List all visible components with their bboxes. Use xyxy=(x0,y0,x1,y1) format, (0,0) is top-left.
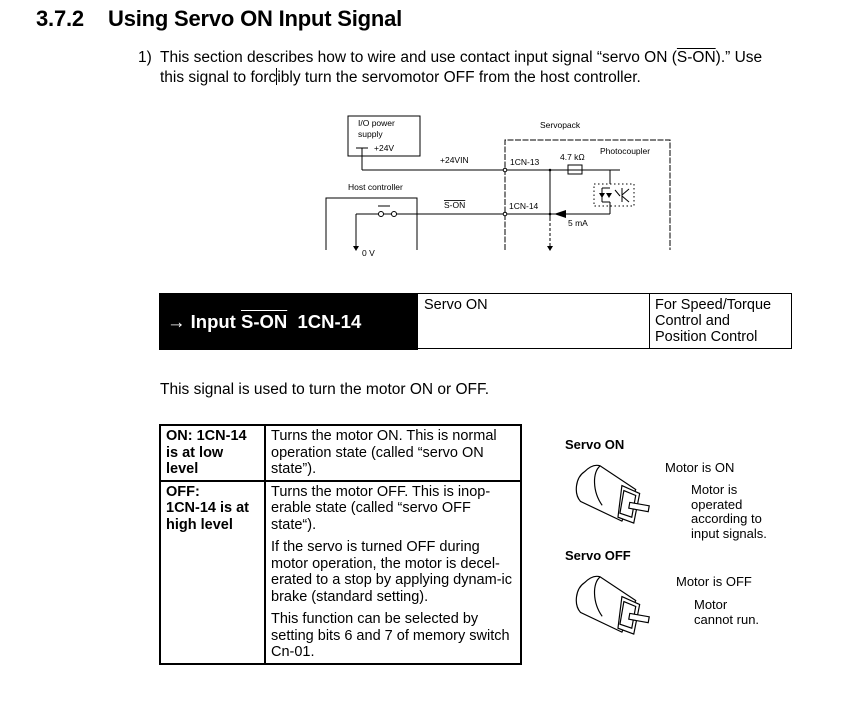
io-power-box xyxy=(347,115,421,157)
table-row: OFF: 1CN-14 is at high level Turns the m… xyxy=(159,479,522,665)
motor-off-status: Motor is OFF xyxy=(676,574,752,589)
signal-description: Servo ON xyxy=(424,297,488,313)
description-text: Turns the motor OFF. This is inop-erable… xyxy=(271,483,491,533)
condition-line: ON: 1CN-14 xyxy=(166,428,247,444)
text-cursor xyxy=(276,68,278,85)
pin-13-label: 1CN-13 xyxy=(510,157,540,167)
current-label: 5 mA xyxy=(568,218,588,228)
condition-line: 1CN-14 is at xyxy=(166,500,250,516)
description-text: Turns the motor ON. This is normal opera… xyxy=(271,428,497,477)
signal-name: S-ON xyxy=(240,311,288,332)
servo-on-label: Servo ON xyxy=(565,437,625,452)
condition-line: OFF: xyxy=(166,483,200,500)
section-number: 3.7.2 xyxy=(36,6,84,31)
mode-line: Position Control xyxy=(655,329,758,345)
signal-name-cell: Servo ON xyxy=(418,293,650,349)
voltage-label: +24V xyxy=(374,143,394,153)
detail-line: Motor is xyxy=(691,482,738,497)
line-24vin-label: +24VIN xyxy=(440,155,469,165)
state-table: ON: 1CN-14 is at low level Turns the mot… xyxy=(159,424,522,665)
io-power-label-1: I/O power xyxy=(358,118,395,128)
motor-on-icon xyxy=(575,464,650,524)
paragraph-line-2: this signal to forcibly turn the servomo… xyxy=(160,68,838,88)
detail-line: Motor xyxy=(694,597,728,612)
detail-line: cannot run. xyxy=(694,611,760,627)
condition-cell: OFF: 1CN-14 is at high level xyxy=(159,479,266,665)
signal-pin: 1CN-14 xyxy=(297,311,362,332)
intro-paragraph: 1) This section describes how to wire an… xyxy=(138,48,838,88)
text-segment: ).” Use xyxy=(715,49,763,66)
motor-off-detail: Motor cannot run. xyxy=(694,597,760,627)
description-cell: Turns the motor ON. This is normal opera… xyxy=(264,424,522,482)
mode-line: For Speed/Torque xyxy=(655,297,772,313)
detail-line: input signals. xyxy=(691,525,767,541)
motor-on-status: Motor is ON xyxy=(665,460,735,475)
detail-line: according to xyxy=(691,511,762,526)
io-power-label-2: supply xyxy=(358,129,383,139)
condition-line: high level xyxy=(166,516,233,533)
list-marker: 1) xyxy=(138,49,152,66)
signal-label: S-ON xyxy=(444,200,465,210)
paragraph-line-1: This section describes how to wire and u… xyxy=(160,48,838,68)
description-cell: Turns the motor OFF. This is inop-erable… xyxy=(264,479,522,665)
signal-name: S-ON xyxy=(676,49,716,66)
mode-line: Control and xyxy=(655,313,730,329)
text-segment: this signal to forc xyxy=(160,69,277,86)
signal-title-cell: → Input S-ON 1CN-14 xyxy=(159,293,418,350)
text-segment: ibly turn the servomotor OFF from the ho… xyxy=(277,69,641,86)
text-segment: This section describes how to wire and u… xyxy=(160,49,677,66)
photocoupler-label: Photocoupler xyxy=(600,146,650,156)
section-heading: 3.7.2 Using Servo ON Input Signal xyxy=(36,6,402,32)
pin-14-label: 1CN-14 xyxy=(509,201,539,211)
resistor-label: 4.7 kΩ xyxy=(560,152,585,162)
motor-off-icon xyxy=(575,575,650,635)
host-controller-label: Host controller xyxy=(348,182,403,192)
condition-line: is at low xyxy=(166,444,224,461)
description-text: This function can be selected by setting… xyxy=(271,611,510,660)
ground-label: 0 V xyxy=(362,248,375,258)
servopack-label: Servopack xyxy=(540,120,581,130)
signal-summary-bar: → Input S-ON 1CN-14 Servo ON For Speed/T… xyxy=(159,293,792,350)
signal-prefix: → Input xyxy=(167,311,241,332)
table-row: ON: 1CN-14 is at low level Turns the mot… xyxy=(159,424,522,482)
photocoupler-box xyxy=(593,183,635,207)
wiring-diagram: I/O power supply +24V Servopack +24VIN 1… xyxy=(325,115,671,258)
motor-on-detail: Motor is operated according to input sig… xyxy=(691,482,767,541)
section-title: Using Servo ON Input Signal xyxy=(108,6,403,31)
signal-intro: This signal is used to turn the motor ON… xyxy=(160,381,490,398)
servo-off-label: Servo OFF xyxy=(565,548,631,563)
condition-line: level xyxy=(166,461,199,477)
condition-cell: ON: 1CN-14 is at low level xyxy=(159,424,266,482)
detail-line: operated xyxy=(691,496,743,512)
description-text: If the servo is turned OFF during motor … xyxy=(271,539,512,605)
